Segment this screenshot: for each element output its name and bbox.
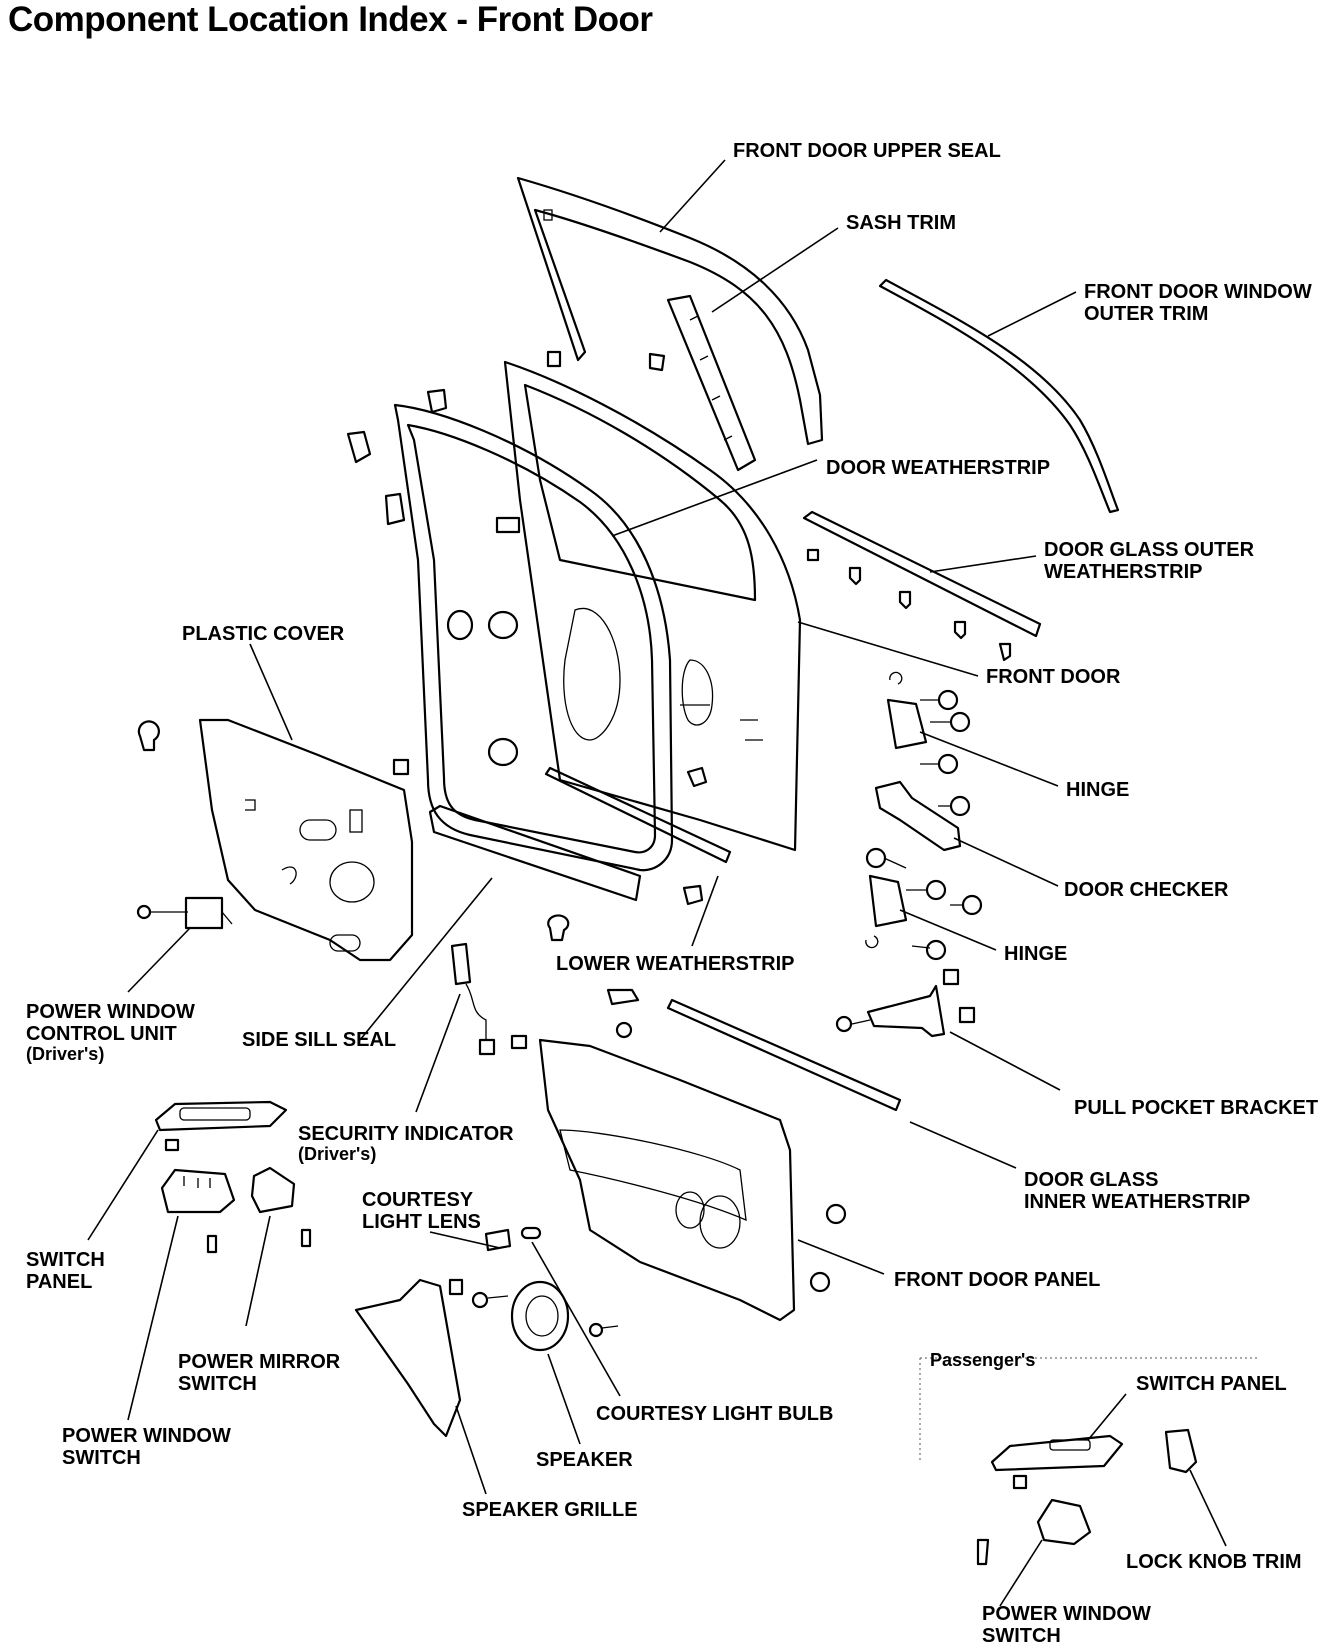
front-door-upper-seal-part <box>516 176 824 446</box>
label-power-window-control-unit-3: (Driver's) <box>26 1044 104 1064</box>
clips-part <box>346 350 708 942</box>
leader-lines <box>87 159 1227 1607</box>
label-security-indicator-2: (Driver's) <box>298 1144 376 1164</box>
label-power-window-control-unit-2: CONTROL UNIT <box>26 1023 177 1045</box>
label-door-glass-inner-weatherstrip-2: INNER WEATHERSTRIP <box>1024 1191 1250 1213</box>
label-passenger-power-window-switch-2: SWITCH <box>982 1625 1061 1647</box>
label-power-window-control-unit: POWER WINDOW <box>26 1001 195 1023</box>
label-side-sill-seal: SIDE SILL SEAL <box>242 1029 396 1051</box>
label-speaker: SPEAKER <box>536 1449 633 1471</box>
label-lock-knob-trim: LOCK KNOB TRIM <box>1126 1551 1302 1573</box>
label-switch-panel: SWITCH <box>26 1249 105 1271</box>
power-window-switch-part <box>160 1168 236 1254</box>
switch-panel-part <box>154 1100 288 1152</box>
passenger-switch-panel-part <box>990 1434 1124 1490</box>
label-plastic-cover: PLASTIC COVER <box>182 623 345 645</box>
label-passenger-power-window-switch: POWER WINDOW <box>982 1603 1151 1625</box>
side-sill-seal-part <box>428 804 642 902</box>
label-power-window-switch-2: SWITCH <box>62 1447 141 1469</box>
label-front-door-window-outer-trim-2: OUTER TRIM <box>1084 303 1208 325</box>
upper-hinge-part <box>886 671 971 775</box>
label-courtesy-light-lens: COURTESY <box>362 1189 474 1211</box>
door-weatherstrip-part <box>393 403 674 872</box>
courtesy-light-bulb-part <box>520 1226 542 1240</box>
label-hinge-upper: HINGE <box>1066 779 1129 801</box>
label-power-mirror-switch: POWER MIRROR <box>178 1351 341 1373</box>
labels: FRONT DOOR UPPER SEAL SASH TRIM FRONT DO… <box>26 140 1318 1647</box>
label-door-glass-outer-weatherstrip-2: WEATHERSTRIP <box>1044 561 1203 583</box>
label-power-window-switch: POWER WINDOW <box>62 1425 231 1447</box>
label-door-glass-outer-weatherstrip: DOOR GLASS OUTER <box>1044 539 1255 561</box>
sash-trim-part <box>666 294 757 472</box>
lower-hinge-part <box>865 874 983 961</box>
courtesy-light-lens-part <box>471 1228 512 1309</box>
label-switch-panel-2: PANEL <box>26 1271 92 1293</box>
front-door-panel-part <box>538 1038 847 1322</box>
speaker-grille-part <box>354 1278 464 1438</box>
door-glass-inner-weatherstrip-part <box>606 988 902 1112</box>
passenger-inset <box>919 1357 1260 1460</box>
label-front-door-upper-seal: FRONT DOOR UPPER SEAL <box>733 140 1001 162</box>
label-door-checker: DOOR CHECKER <box>1064 879 1229 901</box>
label-lower-weatherstrip: LOWER WEATHERSTRIP <box>556 953 795 975</box>
security-indicator-part <box>450 942 528 1056</box>
passenger-power-window-switch-part <box>976 1498 1092 1566</box>
lock-knob-trim-part <box>1164 1428 1198 1474</box>
front-door-part <box>503 360 802 852</box>
speaker-part <box>510 1280 619 1352</box>
power-window-control-unit-part <box>136 896 233 930</box>
door-glass-outer-weatherstrip-part <box>802 510 1042 662</box>
label-power-mirror-switch-2: SWITCH <box>178 1373 257 1395</box>
label-speaker-grille: SPEAKER GRILLE <box>462 1499 638 1521</box>
door-checker-part <box>865 780 971 869</box>
label-security-indicator: SECURITY INDICATOR <box>298 1123 514 1145</box>
label-pull-pocket-bracket: PULL POCKET BRACKET <box>1074 1097 1318 1119</box>
label-front-door: FRONT DOOR <box>986 666 1121 688</box>
label-door-glass-inner-weatherstrip: DOOR GLASS <box>1024 1169 1158 1191</box>
label-front-door-panel: FRONT DOOR PANEL <box>894 1269 1100 1291</box>
pull-pocket-bracket-part <box>835 968 976 1038</box>
label-door-weatherstrip: DOOR WEATHERSTRIP <box>826 457 1050 479</box>
label-front-door-window-outer-trim: FRONT DOOR WINDOW <box>1084 281 1312 303</box>
label-sash-trim: SASH TRIM <box>846 212 956 234</box>
page-title: Component Location Index - Front Door <box>8 0 653 39</box>
label-courtesy-light-bulb: COURTESY LIGHT BULB <box>596 1403 833 1425</box>
label-passengers: Passenger's <box>930 1350 1035 1370</box>
label-hinge-lower: HINGE <box>1004 943 1067 965</box>
label-passenger-switch-panel: SWITCH PANEL <box>1136 1373 1287 1395</box>
front-door-window-outer-trim-part <box>878 278 1120 514</box>
power-mirror-switch-part <box>250 1166 312 1248</box>
plastic-cover-part <box>137 718 414 962</box>
label-courtesy-light-lens-2: LIGHT LENS <box>362 1211 481 1233</box>
lower-weatherstrip-part <box>544 766 732 864</box>
